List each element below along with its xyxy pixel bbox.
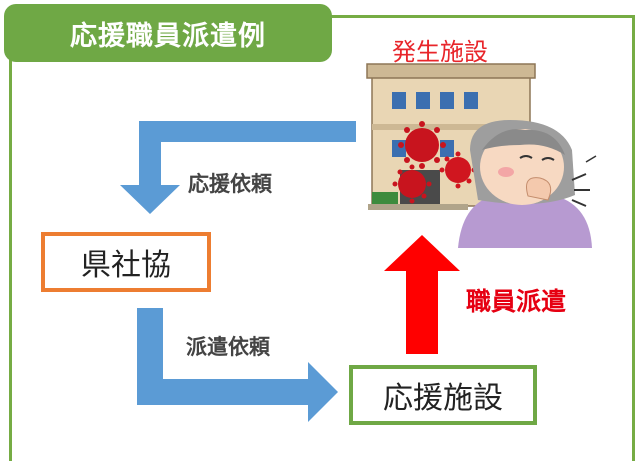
dispatch-request-arrow — [137, 308, 338, 422]
staff-dispatch-label: 職員派遣 — [466, 287, 567, 316]
diagram-title: 応援職員派遣例 — [4, 4, 332, 62]
support-facility-node: 応援施設 — [349, 365, 537, 425]
coughing-elderly-woman-illustration — [458, 120, 597, 248]
support-request-arrow — [120, 121, 356, 214]
prefecture-council-node: 県社協 — [41, 232, 211, 292]
dispatch-request-label: 派遣依頼 — [186, 335, 270, 359]
virus-icon — [392, 164, 432, 204]
outbreak-facility-label: 発生施設 — [392, 38, 488, 66]
support-request-label: 応援依頼 — [188, 172, 272, 196]
staff-dispatch-arrow — [384, 235, 460, 354]
virus-icon — [398, 121, 446, 169]
